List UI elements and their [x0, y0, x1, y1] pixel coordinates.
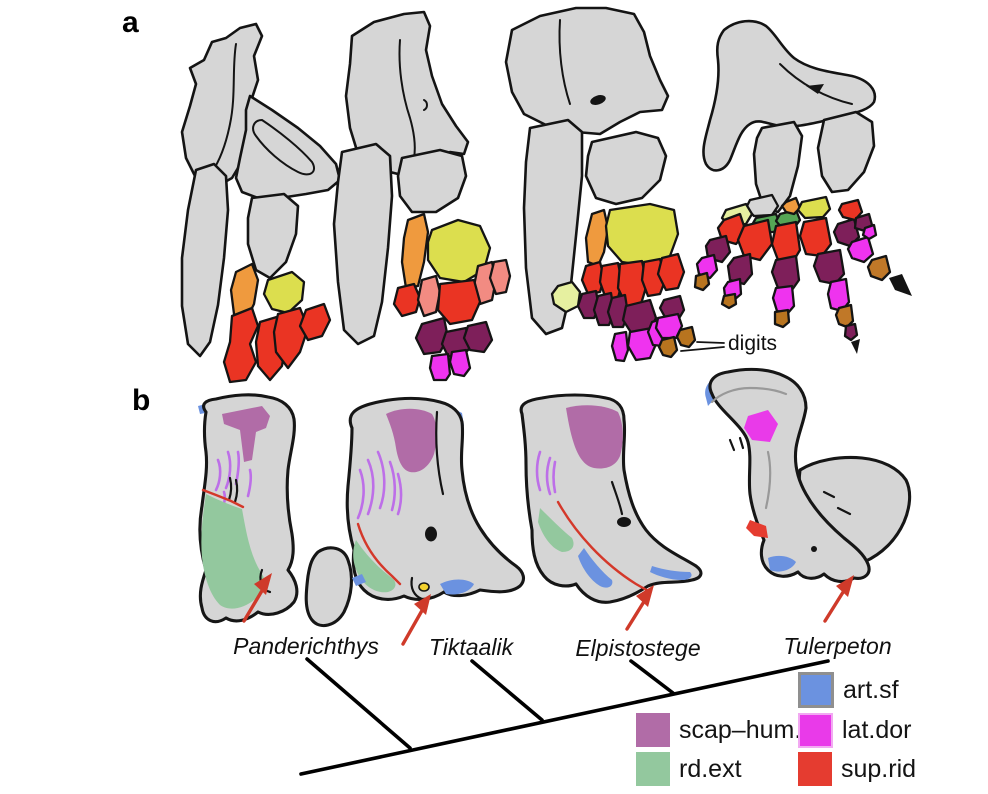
tulerpeton-limb-drawing	[693, 19, 912, 354]
legend-label-scap-hum: scap–hum.	[679, 715, 802, 744]
panderichthys-humerus-drawing	[198, 393, 354, 628]
digits-pointer-lines	[680, 341, 725, 352]
digits-label: digits	[728, 332, 778, 355]
elpistostege-fin-drawing	[504, 6, 697, 363]
legend-swatch-scap-hum	[636, 713, 670, 747]
legend-label-sup-rid: sup.rid	[841, 754, 917, 783]
legend-swatch-sup-rid	[798, 752, 832, 786]
phylogenetic-tree	[299, 657, 830, 776]
legend-swatch-rd-ext	[636, 752, 670, 786]
legend-item-art-sf: art.sf	[798, 672, 899, 708]
legend-item-rd-ext: rd.ext	[636, 752, 742, 786]
legend-label-art-sf: art.sf	[843, 675, 899, 704]
taxon-label-tiktaalik: Tiktaalik	[428, 634, 514, 660]
taxon-label-elpistostege: Elpistostege	[575, 635, 701, 661]
legend-label-lat-dor: lat.dor	[842, 716, 912, 744]
legend-item-scap-hum: scap–hum.	[636, 713, 801, 747]
panderichthys-fin-drawing	[180, 22, 342, 384]
panel-b-label: b	[132, 384, 151, 417]
legend-label-rd-ext: rd.ext	[679, 754, 742, 783]
tiktaalik-fin-drawing	[332, 10, 512, 382]
elpistostege-humerus-drawing	[519, 393, 703, 631]
taxon-label-panderichthys: Panderichthys	[233, 633, 379, 659]
legend-swatch-lat-dor	[798, 713, 833, 748]
panel-a-label: a	[122, 6, 139, 39]
tulerpeton-humerus-drawing	[705, 367, 912, 623]
legend-item-lat-dor: lat.dor	[798, 713, 911, 748]
legend-swatch-art-sf	[798, 672, 834, 708]
legend-item-sup-rid: sup.rid	[798, 752, 916, 786]
tiktaalik-humerus-drawing	[345, 396, 526, 646]
taxon-label-tulerpeton: Tulerpeton	[783, 633, 892, 659]
